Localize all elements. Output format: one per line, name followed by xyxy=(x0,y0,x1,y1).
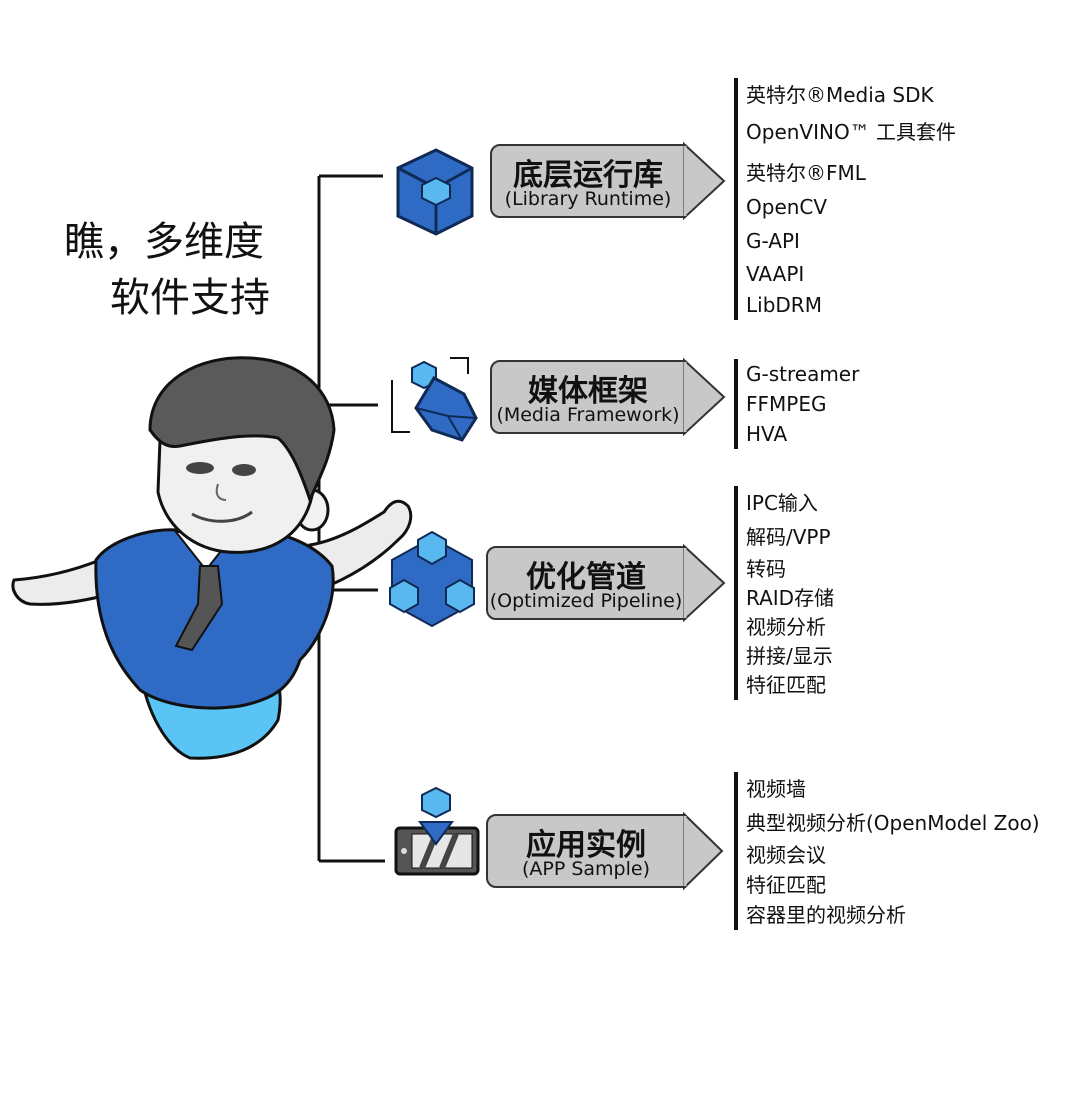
list-item: 特征匹配 xyxy=(746,873,826,897)
list-item: VAAPI xyxy=(746,262,805,286)
category-label-app-sample: 应用实例 (APP Sample) xyxy=(486,814,686,888)
list-item: 英特尔®FML xyxy=(746,161,866,185)
list-item: 视频会议 xyxy=(746,843,826,867)
framed-cubes-icon xyxy=(391,357,478,442)
list-item: 典型视频分析(OpenModel Zoo) xyxy=(746,811,1040,835)
list-item: 容器里的视频分析 xyxy=(746,903,906,927)
list-item: LibDRM xyxy=(746,293,822,317)
headline-line-1: 瞧，多维度 xyxy=(64,219,264,265)
list-item: 英特尔®Media SDK xyxy=(746,83,934,107)
list-app-sample: 视频墙 典型视频分析(OpenModel Zoo) 视频会议 特征匹配 容器里的… xyxy=(734,772,1040,930)
list-item: IPC输入 xyxy=(746,491,818,515)
category-subtitle: (Library Runtime) xyxy=(504,188,672,210)
category-subtitle: (APP Sample) xyxy=(521,858,651,880)
category-subtitle: (Media Framework) xyxy=(496,404,680,426)
list-item: 视频分析 xyxy=(746,615,826,639)
category-title: 应用实例 xyxy=(526,828,646,863)
category-label-media-framework: 媒体框架 (Media Framework) xyxy=(490,360,686,434)
category-title: 优化管道 xyxy=(526,560,646,595)
list-library-runtime: 英特尔®Media SDK OpenVINO™ 工具套件 英特尔®FML Ope… xyxy=(734,78,956,320)
list-optimized-pipeline: IPC输入 解码/VPP 转码 RAID存储 视频分析 拼接/显示 特征匹配 xyxy=(734,486,834,700)
list-item: FFMPEG xyxy=(746,392,827,416)
category-title: 底层运行库 xyxy=(513,158,663,193)
cartoon-character xyxy=(11,356,413,760)
category-subtitle: (Optimized Pipeline) xyxy=(489,590,683,612)
list-item: 特征匹配 xyxy=(746,673,826,697)
cube-icon xyxy=(396,148,474,236)
category-label-library-runtime: 底层运行库 (Library Runtime) xyxy=(490,144,686,218)
list-item: 解码/VPP xyxy=(746,525,831,549)
category-title: 媒体框架 xyxy=(528,374,648,409)
list-media-framework: G-streamer FFMPEG HVA xyxy=(734,359,859,449)
category-label-optimized-pipeline: 优化管道 (Optimized Pipeline) xyxy=(486,546,686,620)
headline-line-2: 软件支持 xyxy=(110,275,270,321)
tablet-download-icon xyxy=(394,786,480,876)
list-item: 视频墙 xyxy=(746,777,806,801)
list-item: G-streamer xyxy=(746,362,860,386)
hexagon-cubes-icon xyxy=(389,530,475,628)
list-item: RAID存储 xyxy=(746,586,835,610)
list-item: HVA xyxy=(746,422,788,446)
list-item: OpenCV xyxy=(746,195,828,219)
list-item: G-API xyxy=(746,229,800,253)
list-item: 拼接/显示 xyxy=(746,644,833,668)
list-item: 转码 xyxy=(746,557,786,581)
list-item: OpenVINO™ 工具套件 xyxy=(746,120,957,144)
